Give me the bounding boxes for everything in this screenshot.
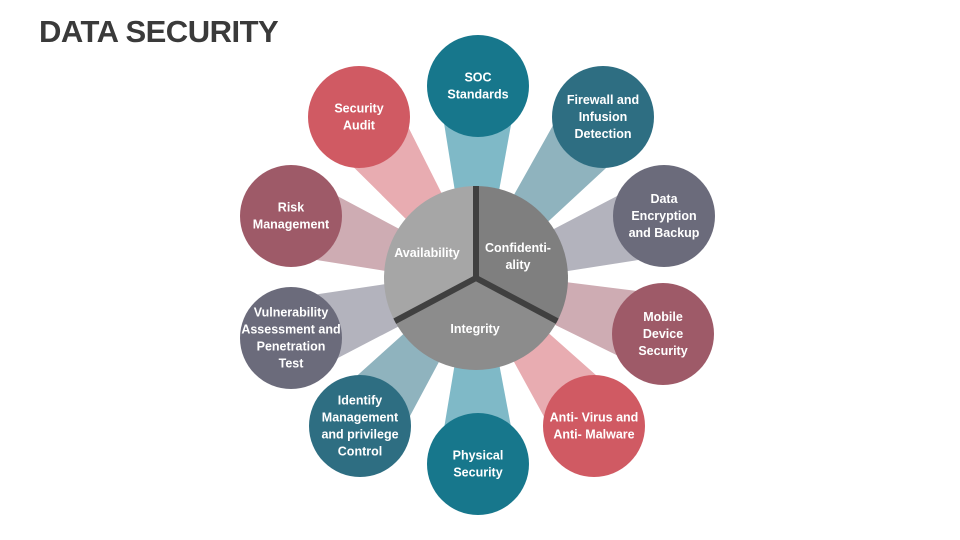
core-label-availability: Availability [394, 246, 460, 260]
core-label-confidentiality: Confidenti-ality [485, 241, 551, 272]
core-divider-2 [393, 275, 478, 324]
core-label-integrity: Integrity [450, 322, 499, 336]
node-circle [552, 66, 654, 168]
page-title: DATA SECURITY [39, 14, 279, 49]
node-circle [427, 35, 529, 137]
node-circle [240, 287, 342, 389]
node-circle [612, 283, 714, 385]
node-circle [308, 66, 410, 168]
core-divider-1 [474, 275, 559, 324]
node-circle [240, 165, 342, 267]
node-circle [613, 165, 715, 267]
node-circle [427, 413, 529, 515]
node-circle [309, 375, 411, 477]
node-circle [543, 375, 645, 477]
